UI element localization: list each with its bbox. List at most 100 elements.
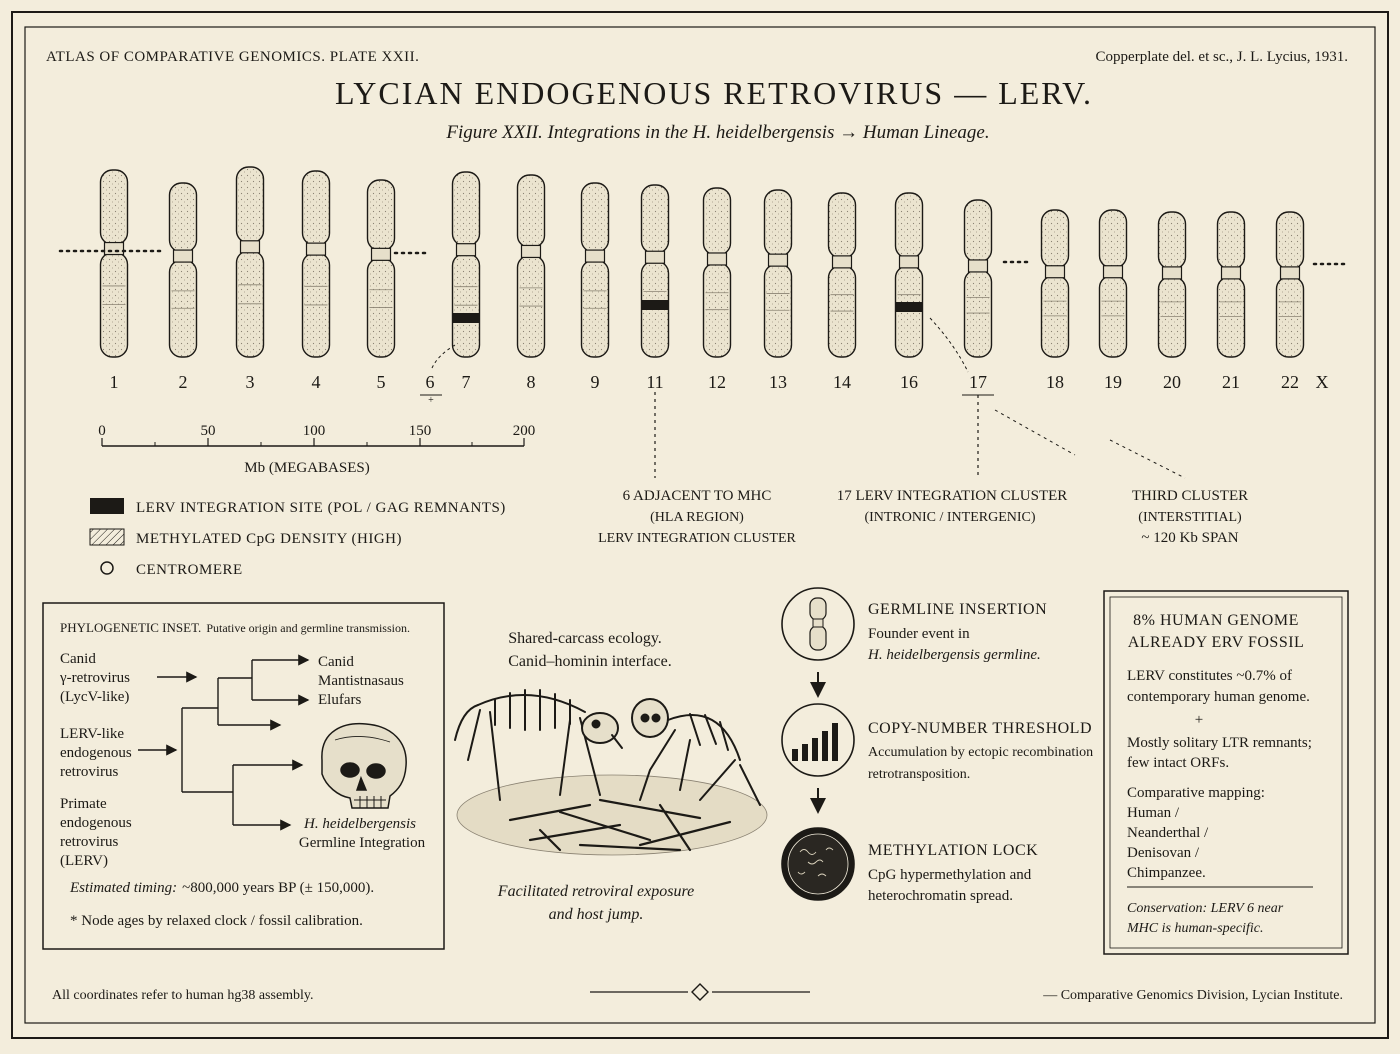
scale-tick-150: 150 [409, 423, 432, 439]
bar-chart-icon [792, 723, 838, 761]
legend-methyl: METHYLATED CpG DENSITY (HIGH) [136, 531, 402, 547]
svg-text:Mantistnasaus: Mantistnasaus [318, 673, 404, 689]
chromosome-20 [1157, 211, 1187, 358]
chromosome-label-22: 22 [1281, 372, 1299, 392]
legend-site-swatch [90, 498, 124, 514]
chromosome-label-8: 8 [527, 372, 536, 392]
callout-chr6: 6 ADJACENT TO MHC (HLA REGION) LERV INTE… [598, 488, 796, 546]
centromere-9 [584, 249, 606, 263]
svg-text:Chimpanzee.: Chimpanzee. [1127, 865, 1206, 881]
svg-text:Elufars: Elufars [318, 692, 361, 708]
leader-third-a [994, 409, 1076, 456]
svg-text:retrovirus: retrovirus [60, 764, 118, 780]
chromosome-4 [301, 170, 331, 358]
hominin-skull-icon [321, 722, 407, 809]
svg-text:Human /: Human / [1127, 805, 1180, 821]
svg-text:retrovirus: retrovirus [60, 834, 118, 850]
leader-6 [431, 344, 456, 369]
svg-text:(HLA REGION): (HLA REGION) [650, 510, 744, 525]
step-methylation: METHYLATION LOCK CpG hypermethylation an… [868, 842, 1038, 904]
svg-text:(LERV): (LERV) [60, 853, 108, 869]
svg-text:Facilitated retroviral exposur: Facilitated retroviral exposure [497, 883, 694, 900]
callout-third-cluster: THIRD CLUSTER (INTERSTITIAL) ~ 120 Kb SP… [1132, 488, 1248, 546]
svg-text:+: + [1195, 712, 1203, 728]
phylo-timing: Estimated timing:~800,000 years BP (± 15… [69, 880, 374, 896]
chromosome-label-11: 11 [646, 372, 663, 392]
footer-right: — Comparative Genomics Division, Lycian … [1042, 988, 1343, 1003]
svg-text:Founder event in: Founder event in [868, 626, 970, 642]
chromosome-14 [827, 192, 857, 358]
chromosome-label-19: 19 [1104, 372, 1122, 392]
svg-text:endogenous: endogenous [60, 745, 132, 761]
scale-unit: Mb (MEGABASES) [244, 460, 369, 476]
ecology-illustration: Shared-carcass ecology. Canid–hominin in… [454, 630, 768, 923]
centromere-4 [305, 242, 327, 256]
svg-text:Accumulation by ectopic recomb: Accumulation by ectopic recombination [868, 745, 1093, 760]
chromosome-3 [235, 166, 265, 358]
chromosome-label-3: 3 [246, 372, 255, 392]
mini-chromosome-icon [809, 597, 827, 651]
germline-step-icon [781, 587, 855, 661]
svg-text:8% HUMAN GENOME: 8% HUMAN GENOME [1133, 612, 1299, 629]
svg-text:CpG hypermethylation and: CpG hypermethylation and [868, 867, 1032, 883]
chromosome-label-17: 17 [969, 372, 987, 392]
step-copy-number: COPY-NUMBER THRESHOLD Accumulation by ec… [868, 720, 1093, 782]
svg-text:H. heidelbergensis germline.: H. heidelbergensis germline. [867, 647, 1041, 663]
lerv-site-7 [452, 313, 480, 323]
centromere-17 [967, 259, 989, 273]
svg-text:few intact ORFs.: few intact ORFs. [1127, 755, 1229, 771]
svg-text:γ-retrovirus: γ-retrovirus [59, 670, 130, 686]
svg-text:endogenous: endogenous [60, 815, 132, 831]
scale-tick-200: 200 [513, 423, 536, 439]
hominin-skeleton-icon [631, 698, 761, 806]
chromosome-9 [580, 182, 610, 358]
footer-ornament [590, 983, 810, 1001]
plate-title: LYCIAN ENDOGENOUS RETROVIRUS — LERV. [335, 75, 1093, 111]
chromosome-label-7: 7 [462, 372, 471, 392]
chromosome-label-20: 20 [1163, 372, 1181, 392]
centromere-2 [172, 249, 194, 263]
svg-text:retrotransposition.: retrotransposition. [868, 767, 970, 782]
header-right: Copperplate del. et sc., J. L. Lycius, 1… [1096, 49, 1348, 65]
svg-text:~ 120 Kb SPAN: ~ 120 Kb SPAN [1141, 530, 1238, 546]
centromere-19 [1102, 265, 1124, 279]
chromosome-7 [451, 171, 481, 358]
leader-16 [929, 317, 969, 373]
chromosome-22 [1275, 211, 1305, 358]
chromosome-18 [1040, 209, 1070, 358]
lerv-site-16 [895, 302, 923, 312]
svg-text:Canid: Canid [60, 651, 96, 667]
chromosome-label-2: 2 [179, 372, 188, 392]
svg-text:Neanderthal /: Neanderthal / [1127, 825, 1209, 841]
tick-6-mark: + [428, 395, 434, 406]
scale-tick-50: 50 [201, 423, 216, 439]
svg-text:Germline Integration: Germline Integration [299, 835, 426, 851]
svg-text:contemporary human genome.: contemporary human genome. [1127, 689, 1310, 705]
svg-text:H. heidelbergensis: H. heidelbergensis [303, 816, 416, 832]
svg-text:LERV-like: LERV-like [60, 726, 124, 742]
svg-text:LERV constitutes ~0.7% of: LERV constitutes ~0.7% of [1127, 668, 1292, 684]
centromere-22 [1279, 266, 1301, 280]
svg-text:LERV INTEGRATION CLUSTER: LERV INTEGRATION CLUSTER [598, 531, 796, 546]
legend-site: LERV INTEGRATION SITE (POL / GAG REMNANT… [136, 500, 506, 516]
chromosome-8 [516, 174, 546, 358]
svg-text:(INTRONIC / INTERGENIC): (INTRONIC / INTERGENIC) [864, 510, 1035, 525]
svg-text:17 LERV INTEGRATION CLUSTER: 17 LERV INTEGRATION CLUSTER [837, 488, 1068, 504]
chromosome-17 [963, 199, 993, 358]
centromere-12 [706, 252, 728, 266]
bone-pile-icon [508, 798, 732, 852]
chromosome-label-5: 5 [377, 372, 386, 392]
svg-text:GERMLINE INSERTION: GERMLINE INSERTION [868, 601, 1047, 618]
legend-methyl-swatch [89, 528, 125, 546]
plate-subtitle: Figure XXII. Integrations in the H. heid… [445, 122, 989, 143]
centromere-icon [100, 561, 114, 575]
chromosome-5 [366, 179, 396, 358]
chromosome-label-16: 16 [900, 372, 918, 392]
svg-text:COPY-NUMBER THRESHOLD: COPY-NUMBER THRESHOLD [868, 720, 1092, 737]
step-germline: GERMLINE INSERTION Founder event in H. h… [867, 601, 1047, 663]
svg-text:and host jump.: and host jump. [549, 906, 644, 923]
centromere-7 [455, 243, 477, 257]
